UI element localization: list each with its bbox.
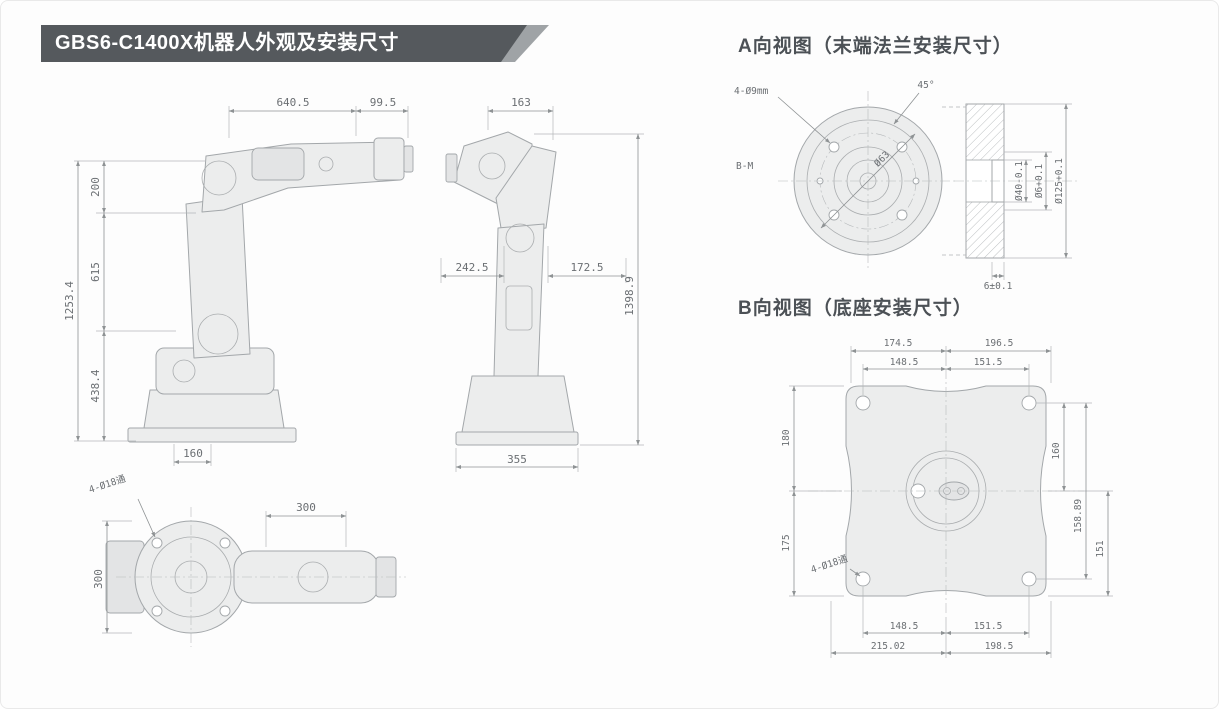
- base-bolt-note: 4-Ø18通: [810, 553, 850, 575]
- flange-section-ref: B-M: [736, 161, 753, 172]
- front-dimensions: 640.5 99.5 200 615 438.4 1253.4 160: [63, 96, 409, 466]
- base-plate: [808, 369, 1084, 613]
- bottom-width-dim: 300: [296, 501, 316, 514]
- flange-outer-dia-dim: Ø125+0.1: [1054, 158, 1065, 204]
- base-top-left-dim: 174.5: [884, 338, 913, 349]
- base-top-right-dim: 196.5: [985, 338, 1014, 349]
- front-view-drawing: 640.5 99.5 200 615 438.4 1253.4 160: [63, 96, 414, 466]
- front-upper-offset-dim: 200: [89, 177, 102, 197]
- front-wrist-offset-dim: 99.5: [370, 96, 397, 109]
- title-banner: GBS6-C1400X机器人外观及安装尺寸: [41, 25, 527, 62]
- side-view-drawing: 163 242.5 172.5 1398.9 355: [440, 96, 644, 472]
- base-right-upper-dim: 160: [1051, 442, 1062, 459]
- side-dimensions: 163 242.5 172.5 1398.9 355: [440, 96, 644, 472]
- front-overall-height-dim: 1253.4: [63, 281, 76, 321]
- bottom-depth-dim: 300: [92, 569, 105, 589]
- side-overall-height-dim: 1398.9: [623, 276, 636, 316]
- flange-section-dimensions: Ø40-0.1 Ø6+0.1 Ø125+0.1 6±0.1: [984, 103, 1072, 291]
- bottom-bolt-note: 4-Ø18通: [88, 473, 128, 495]
- side-rear-offset-dim: 172.5: [570, 261, 603, 274]
- base-left-lower-dim: 175: [781, 534, 792, 551]
- base-hole-span-right-dim: 151.5: [974, 357, 1003, 368]
- base-bottom-right-dim: 198.5: [985, 641, 1014, 652]
- side-front-offset-dim: 242.5: [455, 261, 488, 274]
- bottom-view-drawing: 4-Ø18通 300 300: [88, 473, 406, 647]
- flange-depth-dim: 6±0.1: [984, 281, 1013, 291]
- robot-front-silhouette: [127, 137, 414, 443]
- view-a-title: A向视图（末端法兰安装尺寸）: [738, 36, 1013, 57]
- side-wrist-width-dim: 163: [511, 96, 531, 109]
- flange-dowel-dia-dim: Ø6+0.1: [1034, 164, 1045, 199]
- flange-bore-dia-dim: Ø40-0.1: [1014, 161, 1025, 201]
- base-right-mid-dim: 158.89: [1073, 499, 1084, 534]
- base-bottom-hole-right-dim: 151.5: [974, 621, 1003, 632]
- flange-bolt-note: 4-Ø9mm: [734, 86, 769, 97]
- base-bottom-hole-left-dim: 148.5: [890, 621, 919, 632]
- robot-side-silhouette: [445, 131, 579, 446]
- front-base-height-dim: 438.4: [89, 369, 102, 402]
- view-b-title: B向视图（底座安装尺寸）: [738, 298, 973, 319]
- base-left-upper-dim: 180: [781, 429, 792, 446]
- base-hole-span-left-dim: 148.5: [890, 357, 919, 368]
- flange-bolt-angle-dim: 45°: [917, 80, 934, 91]
- flange-section: [942, 103, 1078, 259]
- base-view-drawing: 174.5 196.5 148.5 151.5 180 175 160 158.…: [781, 338, 1113, 658]
- front-base-width-dim: 160: [183, 447, 203, 460]
- robot-bottom-silhouette: [105, 507, 406, 647]
- front-arm-height-dim: 615: [89, 262, 102, 282]
- base-bottom-left-dim: 215.02: [871, 641, 905, 652]
- side-base-depth-dim: 355: [507, 453, 527, 466]
- base-right-lower-dim: 151: [1095, 540, 1106, 557]
- flange-view-drawing: 4-Ø9mm 45° B-M Ø63 Ø40-0.1 Ø6+0.1: [734, 80, 1078, 291]
- front-arm-span-dim: 640.5: [276, 96, 309, 109]
- page-title: GBS6-C1400X机器人外观及安装尺寸: [55, 32, 399, 54]
